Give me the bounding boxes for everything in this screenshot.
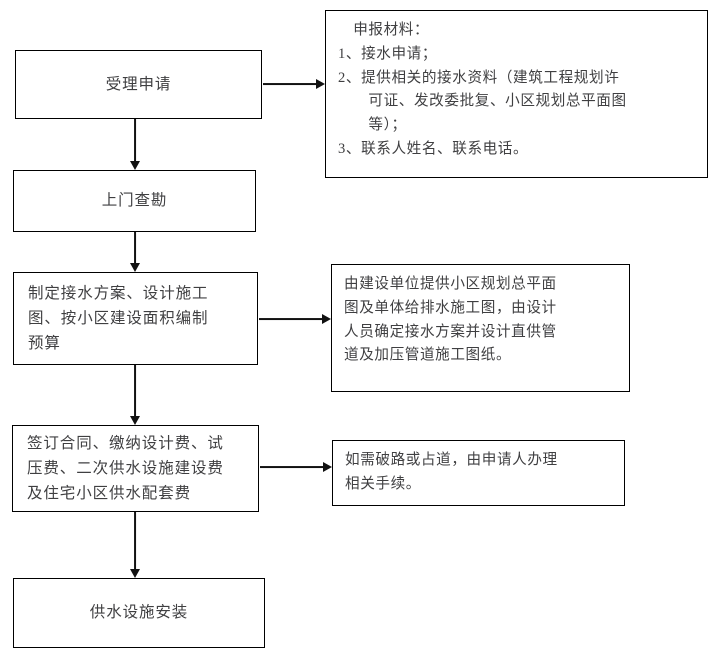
arrow-down-icon	[130, 416, 140, 425]
connector-contract-to-road-permit	[260, 461, 332, 473]
process-node-contract-and-fees[interactable]: 签订合同、缴纳设计费、试 压费、二次供水设施建设费 及住宅小区供水配套费	[12, 425, 259, 512]
connector-plan-to-design-requirements	[259, 313, 331, 325]
arrow-down-icon	[130, 569, 140, 578]
node-label: 受理申请	[105, 75, 172, 93]
connector-accept-application-to-survey	[128, 119, 142, 170]
arrow-shaft	[260, 466, 323, 468]
note-box-design-requirements[interactable]: 由建设单位提供小区规划总平面 图及单体给排水施工图，由设计 人员确定接水方案并设…	[331, 264, 630, 392]
arrow-shaft	[134, 512, 136, 569]
arrow-down-icon	[130, 263, 140, 272]
note-label: 如需破路或占道，由申请人办理 相关手续。	[345, 452, 558, 492]
arrow-shaft	[263, 83, 316, 85]
arrow-shaft	[259, 318, 322, 320]
note-box-road-permit[interactable]: 如需破路或占道，由申请人办理 相关手续。	[332, 440, 625, 506]
connector-accept-application-to-materials	[263, 78, 325, 90]
node-label: 制定接水方案、设计施工 图、按小区建设面积编制 预算	[28, 284, 209, 353]
arrow-right-icon	[322, 314, 331, 324]
process-node-accept-application[interactable]: 受理申请	[15, 50, 262, 119]
arrow-right-icon	[316, 79, 325, 89]
node-label: 签订合同、缴纳设计费、试 压费、二次供水设施建设费 及住宅小区供水配套费	[27, 434, 224, 503]
process-node-water-facility-installation[interactable]: 供水设施安装	[13, 578, 265, 648]
note-label: 申报材料： 1、接水申请； 2、提供相关的接水资料（建筑工程规划许 可证、发改委…	[338, 22, 627, 157]
arrow-right-icon	[323, 462, 332, 472]
note-box-application-materials[interactable]: 申报材料： 1、接水申请； 2、提供相关的接水资料（建筑工程规划许 可证、发改委…	[325, 10, 708, 178]
note-label: 由建设单位提供小区规划总平面 图及单体给排水施工图，由设计 人员确定接水方案并设…	[344, 276, 557, 364]
connector-plan-to-contract	[128, 365, 142, 425]
connector-contract-to-installation	[128, 512, 142, 578]
connector-survey-to-plan	[128, 232, 142, 272]
arrow-shaft	[134, 119, 136, 161]
arrow-down-icon	[130, 161, 140, 170]
process-node-site-survey[interactable]: 上门查勘	[13, 170, 256, 232]
node-label: 供水设施安装	[89, 604, 189, 622]
arrow-shaft	[134, 365, 136, 416]
process-node-design-plan[interactable]: 制定接水方案、设计施工 图、按小区建设面积编制 预算	[13, 272, 258, 365]
node-label: 上门查勘	[101, 192, 168, 210]
arrow-shaft	[134, 232, 136, 263]
